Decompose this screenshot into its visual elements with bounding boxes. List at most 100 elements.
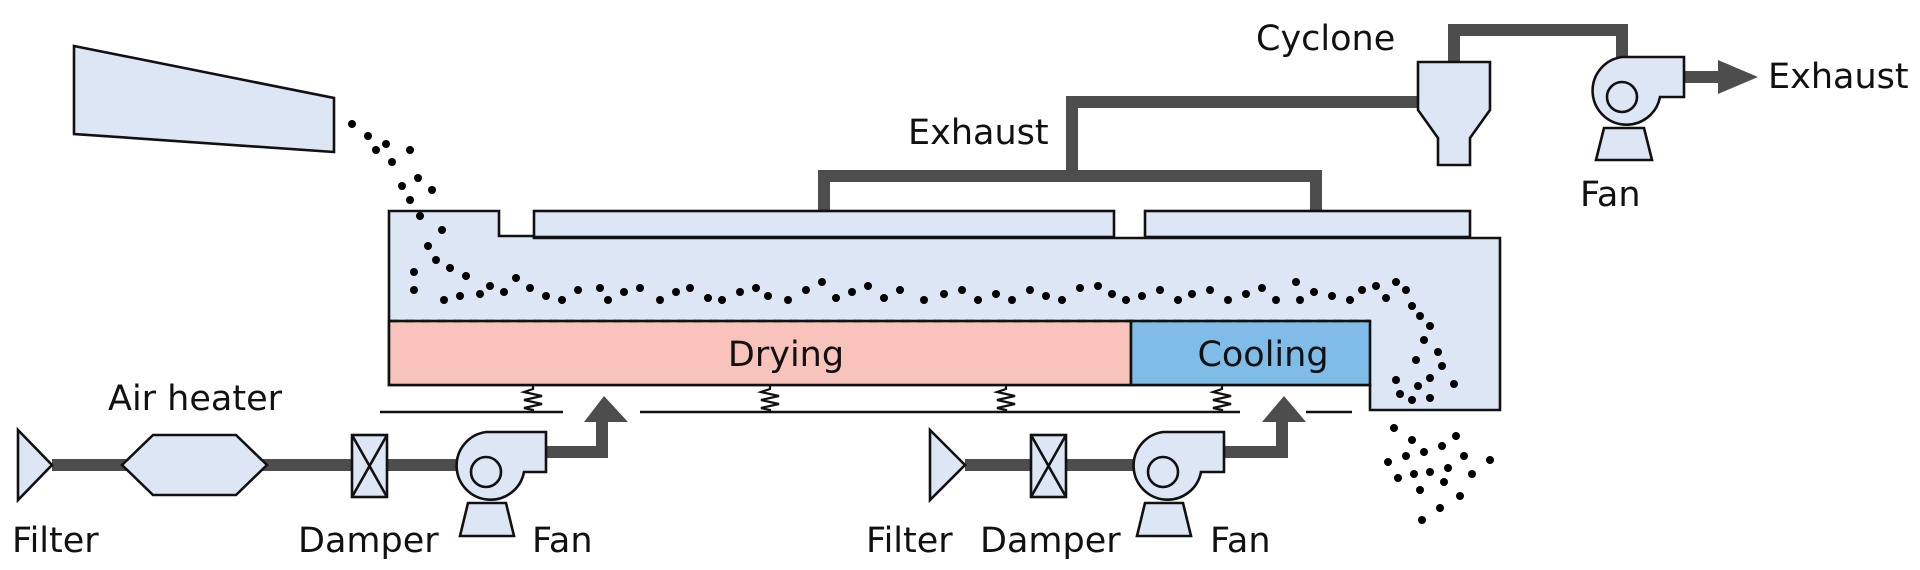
particle (372, 146, 380, 154)
damper-right (1029, 433, 1068, 499)
particle (446, 264, 454, 272)
fan-label-top: Fan (1580, 175, 1641, 215)
particle (500, 288, 508, 296)
particle (414, 174, 422, 182)
particle (1174, 296, 1182, 304)
particle (818, 278, 826, 286)
fan-left (455, 430, 548, 538)
fan-top (1591, 55, 1686, 162)
particle (1444, 464, 1452, 472)
particle (438, 226, 446, 234)
particle (1390, 424, 1398, 432)
particle (764, 292, 772, 300)
fan-left-outlet-duct (546, 418, 608, 458)
particle (1242, 290, 1250, 298)
particle (1396, 390, 1404, 398)
particle (672, 288, 680, 296)
particle (1394, 474, 1402, 482)
particle (410, 286, 418, 294)
particle (1138, 292, 1146, 300)
particle (526, 284, 534, 292)
particle (1440, 478, 1448, 486)
filter-right (928, 426, 967, 504)
particle (398, 182, 406, 190)
supply-arrow-right-head (1262, 396, 1306, 422)
exhaust-label-right: Exhaust (1768, 57, 1909, 97)
particle (558, 296, 566, 304)
particle (1450, 380, 1458, 388)
particle (1108, 290, 1116, 298)
drying-label: Drying (728, 335, 844, 375)
damper-left (350, 433, 389, 499)
particle (1156, 286, 1164, 294)
particle (686, 284, 694, 292)
feed-hopper (72, 44, 336, 154)
particle (440, 296, 448, 304)
particle (1468, 470, 1476, 478)
cyclone-to-fan-duct (1448, 24, 1628, 62)
particle (1418, 516, 1426, 524)
particle (1392, 376, 1400, 384)
particle (1076, 284, 1084, 292)
particle (1188, 290, 1196, 298)
exhaust-arrow (1718, 60, 1758, 94)
cooling-hood (1143, 209, 1472, 239)
particle (364, 132, 372, 140)
particle (1272, 296, 1280, 304)
particle (424, 242, 432, 250)
air-heater-label: Air heater (108, 379, 283, 419)
particle (1328, 292, 1336, 300)
particle (1426, 322, 1434, 330)
particle (1456, 492, 1464, 500)
particle (1310, 288, 1318, 296)
particle (1408, 396, 1416, 404)
particle (1058, 296, 1066, 304)
particle (620, 288, 628, 296)
particle (574, 286, 582, 294)
cooling-zone (1129, 319, 1372, 387)
particle (1382, 294, 1390, 302)
particle (974, 296, 982, 304)
particle (428, 186, 436, 194)
exhaust-duct-drying-hood (818, 170, 1322, 212)
fan-label-right: Fan (1210, 521, 1271, 561)
damper-label-right: Damper (980, 521, 1121, 561)
particle (1008, 296, 1016, 304)
particle (1426, 374, 1434, 382)
particle (920, 296, 928, 304)
particle (1372, 282, 1380, 290)
particle (1420, 336, 1428, 344)
particle (1358, 286, 1366, 294)
particle (1420, 448, 1428, 456)
fan-right-outlet-duct (1224, 418, 1288, 458)
labels: Cyclone Exhaust Exhaust Fan Air heater F… (12, 19, 1909, 561)
product-particles (348, 120, 1494, 524)
particle (1438, 442, 1446, 450)
particle (1434, 348, 1442, 356)
spring-1 (519, 386, 543, 412)
particle (1384, 458, 1392, 466)
particle (1258, 284, 1266, 292)
particle (406, 196, 414, 204)
particle (604, 296, 612, 304)
particle (1094, 282, 1102, 290)
air-heater (120, 433, 269, 497)
particle (802, 286, 810, 294)
spring-2 (756, 386, 780, 412)
particle (636, 284, 644, 292)
cooling-label: Cooling (1197, 335, 1328, 375)
particle (1416, 486, 1424, 494)
damper-label-left: Damper (298, 521, 439, 561)
fluid-bed-dryer: Drying Cooling (387, 209, 1502, 412)
particle (1416, 312, 1424, 320)
particle (486, 282, 494, 290)
particle (410, 268, 418, 276)
particle (1296, 296, 1304, 304)
particle (456, 292, 464, 300)
cyclone-label: Cyclone (1256, 19, 1395, 59)
particle (1408, 302, 1416, 310)
particle (382, 140, 390, 148)
exhaust-label-top: Exhaust (908, 113, 1049, 153)
particle (958, 286, 966, 294)
particle (1292, 278, 1300, 286)
